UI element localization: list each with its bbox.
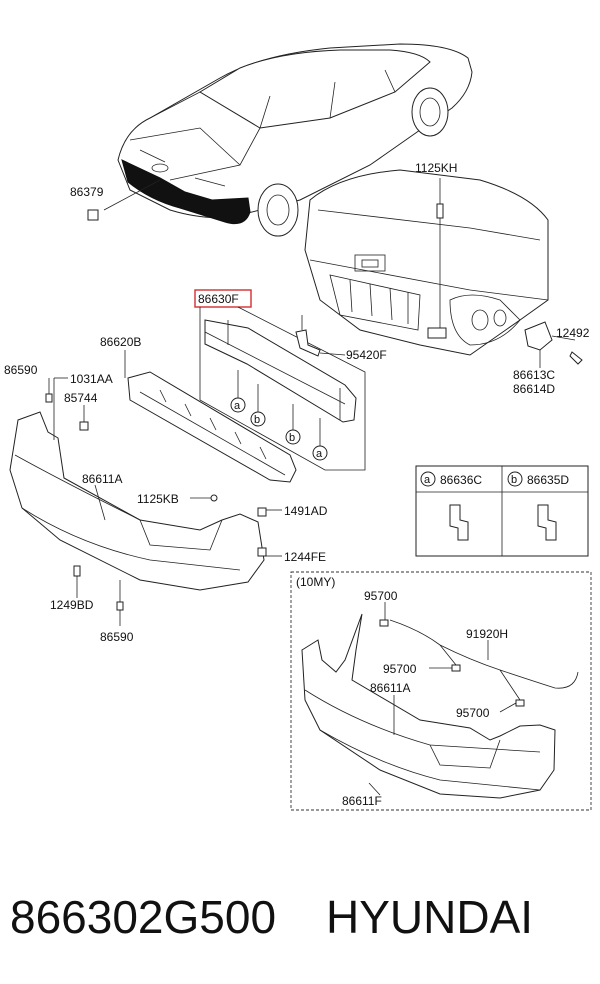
footer-bar: 866302G500 HYUNDAI [0,872,600,962]
label-86630F: 86630F [198,292,239,306]
callout-a-text-1: a [234,400,241,412]
variant-10my-box [290,571,592,811]
label-86590-bottom: 86590 [100,630,134,644]
label-1125KH: 1125KH [415,161,457,175]
label-85744: 85744 [64,391,98,405]
energy-absorber [124,350,297,483]
highlight-box-86630F [194,289,252,308]
label-86614D: 86614D [513,382,555,396]
callout-b-text-2: b [289,432,295,444]
callout-a-2 [312,445,328,461]
label-10MY: (10MY) [296,575,335,589]
callout-a-text-2: a [316,448,323,460]
part-number: 866302G500 [10,891,277,943]
label-91920H: 91920H [466,627,508,641]
label-95700-a: 95700 [364,589,398,603]
label-1249BD: 1249BD [50,598,94,612]
label-1125KB: 1125KB [137,492,179,506]
callout-b-2 [285,429,301,445]
label-95700-b: 95700 [383,662,417,676]
label-86620B: 86620B [100,335,141,349]
callout-b-1 [250,411,266,427]
label-86379: 86379 [70,185,104,199]
label-86611A: 86611A [82,472,122,486]
label-95700-c: 95700 [456,706,490,720]
label-1244FE: 1244FE [284,550,326,564]
label-12492: 12492 [556,326,590,340]
label-86611F: 86611F [342,794,382,808]
label-1491AD: 1491AD [284,504,328,518]
label-86590-top: 86590 [4,363,38,377]
legend-a-key: a [424,474,431,486]
label-86613C: 86613C [513,368,555,382]
label-95420F: 95420F [346,348,387,362]
callout-a-1 [230,397,246,413]
car-overview [87,43,473,237]
legend-a-part: 86636C [440,473,482,487]
bumper-cover [9,377,282,626]
trunk-rear-view [304,169,583,368]
label-86611A-variant: 86611A [370,681,410,695]
legend-box [415,465,589,557]
brand-name: HYUNDAI [326,891,534,943]
legend-b-part: 86635D [527,473,569,487]
label-1031AA: 1031AA [70,372,113,386]
callout-b-text-1: b [254,414,260,426]
parts-diagram: 86379 1125KH 12492 86613C 86614D [4,43,592,811]
legend-b-key: b [511,474,517,486]
beam-assembly [194,289,366,471]
